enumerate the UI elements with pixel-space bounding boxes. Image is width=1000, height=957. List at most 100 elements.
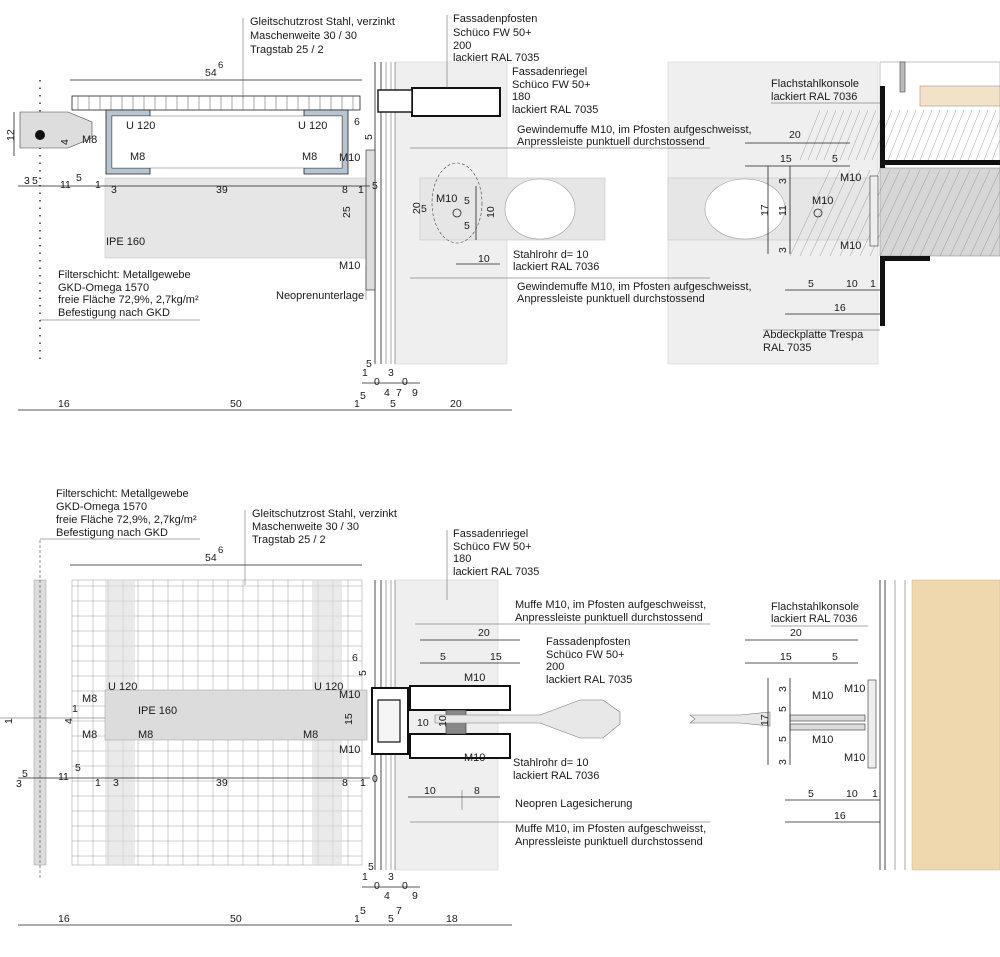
svg-text:lackiert RAL 7036: lackiert RAL 7036 — [513, 770, 599, 782]
plan-label-m10-d: M10 — [464, 752, 485, 764]
svg-text:lackiert RAL 7036: lackiert RAL 7036 — [771, 613, 857, 625]
svg-text:54: 54 — [205, 552, 217, 564]
svg-text:11: 11 — [58, 771, 69, 783]
svg-text:54: 54 — [205, 67, 217, 79]
bracket-plate — [869, 175, 879, 247]
svg-text:20: 20 — [789, 129, 801, 141]
svg-text:lackiert RAL 7036: lackiert RAL 7036 — [771, 91, 857, 103]
svg-text:freie Fläche 72,9%, 2,7kg/m²: freie Fläche 72,9%, 2,7kg/m² — [56, 514, 197, 526]
svg-text:5: 5 — [360, 390, 366, 402]
concrete-hatch — [789, 169, 1000, 257]
section-drawing — [19, 61, 1000, 365]
svg-text:6: 6 — [218, 60, 223, 71]
svg-text:0: 0 — [374, 376, 380, 388]
svg-text:39: 39 — [216, 184, 228, 196]
label-m8-c: M8 — [302, 151, 317, 163]
svg-text:3: 3 — [113, 777, 119, 789]
svg-text:1: 1 — [95, 777, 101, 789]
svg-text:Maschenweite 30 / 30: Maschenweite 30 / 30 — [252, 521, 359, 533]
svg-text:Muffe M10, im Pfosten aufgesch: Muffe M10, im Pfosten aufgeschweisst, — [515, 599, 706, 611]
svg-text:6: 6 — [218, 545, 223, 556]
plan-label-m8-c: M8 — [138, 729, 153, 741]
plan-label-ipe160: IPE 160 — [138, 705, 177, 717]
plan-note-muffe-1: Muffe M10, im Pfosten aufgeschweisst, An… — [415, 599, 710, 625]
plan-tube — [434, 699, 621, 739]
note-tube: Stahlrohr d= 10 lackiert RAL 7036 — [513, 249, 599, 273]
plan-note-muffe-2: Muffe M10, im Pfosten aufgeschweisst, An… — [410, 821, 710, 848]
svg-text:GKD-Omega 1570: GKD-Omega 1570 — [56, 501, 147, 513]
svg-text:3: 3 — [16, 778, 22, 790]
svg-text:3: 3 — [777, 247, 789, 253]
bracket-bottom-leg — [880, 256, 885, 326]
plan-rail-bottom — [409, 733, 511, 759]
label-u120-right: U 120 — [298, 120, 327, 132]
svg-text:lackiert RAL 7035: lackiert RAL 7035 — [453, 566, 539, 578]
svg-text:10: 10 — [424, 785, 436, 797]
tube-end-right — [704, 178, 786, 240]
svg-text:9: 9 — [412, 387, 418, 399]
plan-note-rail: Fassadenriegel Schüco FW 50+ 180 lackier… — [446, 528, 539, 600]
plan-label-u120-left: U 120 — [108, 681, 137, 693]
svg-text:Tragstab 25 / 2: Tragstab 25 / 2 — [252, 534, 326, 546]
slab-area — [879, 61, 1000, 171]
slot-hole — [452, 208, 462, 218]
svg-text:8: 8 — [474, 785, 480, 797]
svg-text:lackiert RAL 7035: lackiert RAL 7035 — [512, 104, 598, 116]
note-cover: Abdeckplatte Trespa RAL 7035 — [763, 329, 880, 354]
svg-text:Schüco FW 50+: Schüco FW 50+ — [453, 27, 532, 39]
note-neoprene: Neoprenunterlage — [276, 290, 364, 302]
svg-text:Gleitschutzrost Stahl, verzink: Gleitschutzrost Stahl, verzinkt — [250, 16, 395, 28]
label-m10-e: M10 — [840, 172, 861, 184]
svg-text:5: 5 — [372, 180, 378, 192]
svg-text:4: 4 — [63, 718, 75, 724]
svg-text:3: 3 — [111, 184, 117, 196]
plan-label-m10-h: M10 — [844, 752, 865, 764]
note-bracket: Flachstahlkonsole lackiert RAL 7036 — [771, 78, 880, 104]
svg-text:15: 15 — [490, 651, 502, 663]
slab-hatch — [799, 109, 1000, 161]
plan-note-filter: Filterschicht: Metallgewebe GKD-Omega 15… — [40, 488, 200, 540]
plan-label-m10-c: M10 — [464, 672, 485, 684]
svg-text:6: 6 — [352, 652, 358, 664]
svg-text:5: 5 — [32, 175, 38, 187]
plan-wall-lines — [879, 580, 906, 870]
svg-text:Flachstahlkonsole: Flachstahlkonsole — [771, 78, 859, 90]
plan-note-neoprene: Neopren Lagesicherung — [515, 798, 632, 810]
svg-text:15: 15 — [343, 713, 355, 725]
plan-bracket-bar-2 — [789, 723, 866, 731]
svg-text:3: 3 — [777, 686, 789, 692]
svg-text:0: 0 — [374, 880, 380, 892]
svg-text:15: 15 — [780, 651, 792, 663]
tube-end — [504, 178, 576, 240]
svg-text:20: 20 — [790, 627, 802, 639]
plan-bracket-bar-1 — [789, 714, 866, 722]
svg-text:1: 1 — [360, 777, 366, 789]
svg-text:20: 20 — [411, 202, 423, 214]
plan-dimensions: 54 6 1 4 1 6 5 15 3 5 11 5 1 3 39 8 1 0 … — [3, 545, 880, 926]
svg-text:lackiert RAL 7035: lackiert RAL 7035 — [546, 674, 632, 686]
svg-text:3: 3 — [777, 759, 789, 765]
label-m8-b: M8 — [130, 151, 145, 163]
section-dimensions: 54 6 12 4 5 3 5 11 1 3 39 8 1 5 6 5 25 2… — [5, 60, 880, 411]
note-muffe-1: Gewindemuffe M10, im Pfosten aufgeschwei… — [410, 124, 752, 149]
svg-text:17: 17 — [759, 204, 771, 216]
svg-text:7: 7 — [396, 905, 402, 917]
svg-text:Filterschicht: Metallgewebe: Filterschicht: Metallgewebe — [58, 269, 191, 281]
console-pin — [35, 130, 45, 140]
svg-text:1: 1 — [3, 718, 15, 724]
plan-label-u120-right: U 120 — [314, 681, 343, 693]
svg-text:Anpressleiste punktuell durchs: Anpressleiste punktuell durchstossend — [517, 293, 705, 305]
grating-bars — [77, 96, 354, 110]
facade-rail-section — [411, 87, 501, 117]
label-u120-left: U 120 — [126, 120, 155, 132]
svg-text:Befestigung nach GKD: Befestigung nach GKD — [56, 527, 168, 539]
svg-text:50: 50 — [230, 913, 242, 925]
svg-text:0: 0 — [402, 880, 408, 892]
svg-text:Flachstahlkonsole: Flachstahlkonsole — [771, 601, 859, 613]
svg-text:180: 180 — [453, 553, 471, 565]
svg-text:5: 5 — [777, 706, 789, 712]
svg-text:Fassadenriegel: Fassadenriegel — [453, 528, 528, 540]
plan-wall-wood — [911, 579, 1000, 871]
svg-text:9: 9 — [412, 890, 418, 902]
svg-text:18: 18 — [446, 913, 458, 925]
